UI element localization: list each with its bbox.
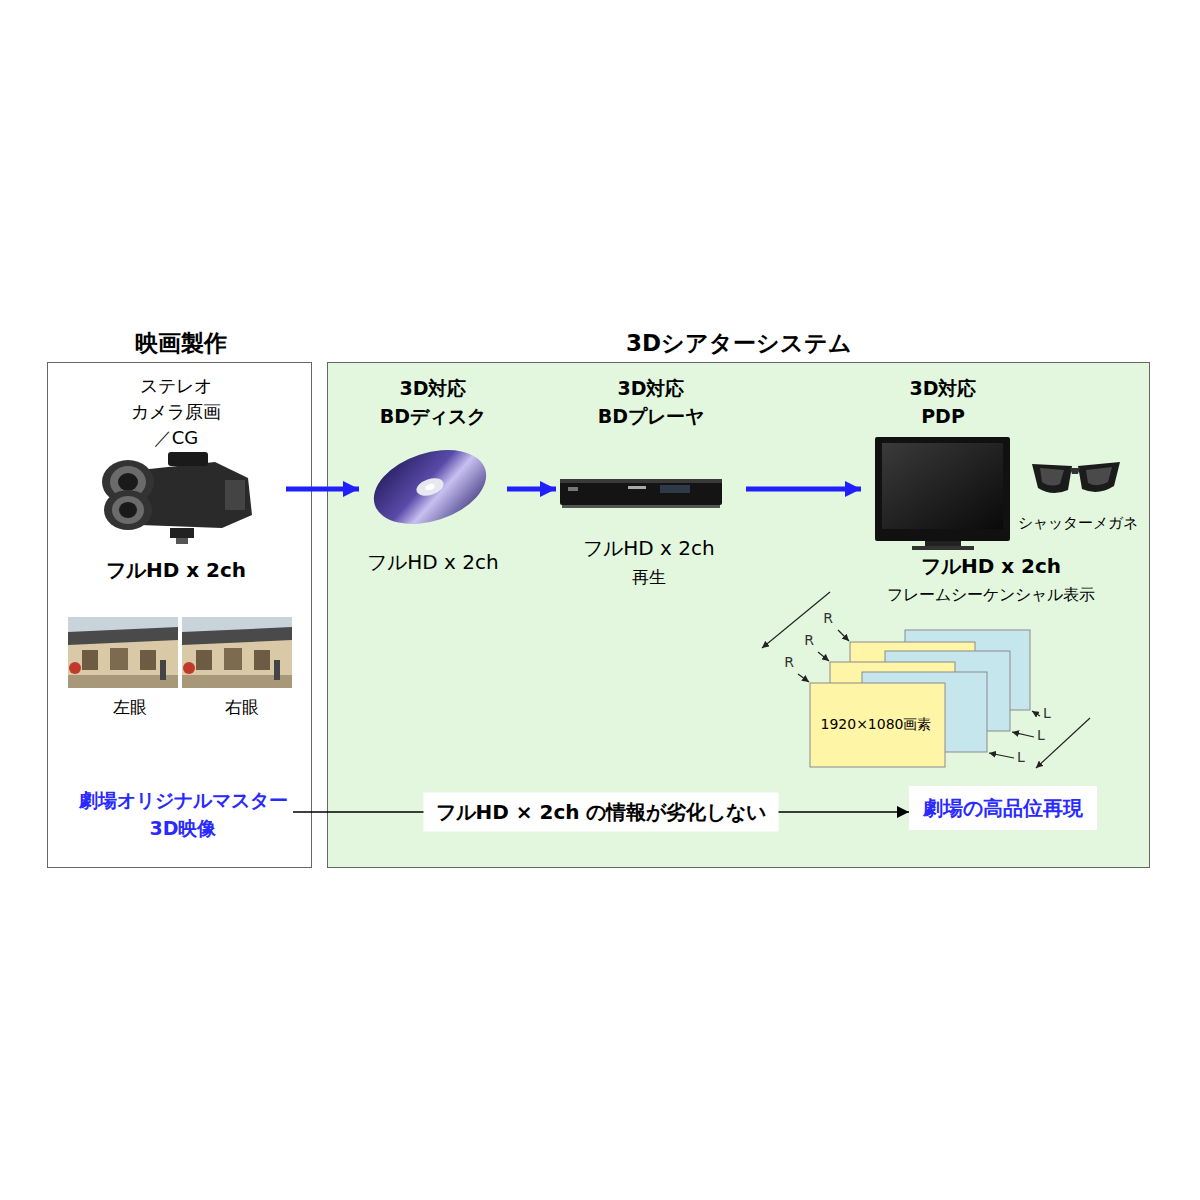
frame-letter: L xyxy=(1043,705,1051,721)
bd-disc-part xyxy=(424,483,435,492)
flow-arrow xyxy=(746,487,861,492)
plasma-tv-part xyxy=(875,437,1010,541)
text-holder: ステレオ カメラ原画／CG xyxy=(131,373,221,451)
flow-arrow xyxy=(286,487,359,492)
text-holder: 劇場オリジナルマスター 3D映像 xyxy=(79,787,288,842)
bd-player-part xyxy=(562,505,720,508)
text-holder: 3Dシアターシステム xyxy=(626,327,852,360)
node-text: フレームシーケンシャル表示 xyxy=(887,583,1095,606)
plasma-tv-part xyxy=(912,546,974,550)
right-eye-photo-part xyxy=(196,650,212,670)
edge-label: フルHD × 2ch の情報が劣化しない xyxy=(424,793,779,832)
left-eye-photo-part xyxy=(160,660,166,680)
section-box: 映画製作ステレオ カメラ原画／CGフルHD x 2ch劇場オリジナルマスター 3… xyxy=(47,362,312,868)
node-title: 映画製作 xyxy=(135,327,227,360)
result-box: 劇場の高品位再現 xyxy=(909,786,1097,830)
left-eye-photo xyxy=(68,617,178,688)
frame-letter: L xyxy=(1017,749,1025,765)
stereo-camera-part xyxy=(168,452,208,466)
stereo-camera-part xyxy=(170,528,194,538)
bd-player-part xyxy=(628,486,646,489)
right-eye-photo-part xyxy=(224,648,242,670)
eye-label: 左眼 xyxy=(113,696,147,719)
right-eye-photo-part xyxy=(182,627,292,645)
plasma-tv-part xyxy=(882,443,1003,529)
node-text: フルHD x 2ch xyxy=(106,556,246,585)
left-eye-photo-part xyxy=(140,650,156,670)
text-holder: 劇場の高品位再現 xyxy=(923,794,1083,823)
stereo-camera-part xyxy=(104,490,152,530)
stereo-camera-part xyxy=(112,496,144,524)
node-title: 劇場オリジナルマスター 3D映像 xyxy=(79,787,288,842)
eye-label: 右眼 xyxy=(225,696,259,719)
frame-letter: R xyxy=(784,654,794,670)
text-holder: フルHD x 2ch xyxy=(583,534,714,563)
node-title: 3D対応 PDP xyxy=(910,375,977,430)
frame-letter: R xyxy=(804,632,814,648)
right-eye-photo-part xyxy=(274,660,280,680)
glasses-label: シャッターメガネ xyxy=(1018,514,1138,533)
right-eye-photo-part xyxy=(183,662,195,674)
node-title: 3D対応 BDプレーヤ xyxy=(598,375,704,430)
left-eye-photo-part xyxy=(68,627,178,645)
text-holder: 3D対応 BDプレーヤ xyxy=(598,375,704,430)
master-source: 劇場オリジナルマスター 3D映像 xyxy=(73,786,293,848)
frame-letter: L xyxy=(1037,727,1045,743)
left-eye-photo-part xyxy=(68,617,178,688)
text-holder: 映画製作 xyxy=(135,327,227,360)
text-holder: フルHD x 2ch xyxy=(367,548,498,577)
node-title: 3Dシアターシステム xyxy=(626,327,852,360)
frame-stack-part xyxy=(810,683,945,767)
node-text: 再生 xyxy=(632,565,666,590)
text-holder: フルHD x 2ch xyxy=(921,552,1061,581)
left-eye-photo-part xyxy=(82,650,98,670)
bd-disc-part xyxy=(414,475,446,499)
shutter-glasses-part xyxy=(1040,468,1064,486)
text-holder: 3D対応 PDP xyxy=(910,375,977,430)
text-holder: 再生 xyxy=(632,565,666,590)
node-title: ステレオ カメラ原画／CG xyxy=(131,373,221,451)
bd-player-part xyxy=(560,479,722,505)
left-eye-photo-part xyxy=(69,662,81,674)
text-holder: フルHD x 2ch xyxy=(106,556,246,585)
text-holder: 3D対応 BDディスク xyxy=(380,375,486,430)
bd-player-part xyxy=(568,487,578,491)
stereo-camera-part xyxy=(140,462,252,528)
resolution-label: 1920×1080画素 xyxy=(821,716,932,734)
left-eye-photo-part xyxy=(110,648,128,670)
bd-player-part xyxy=(660,485,690,493)
node-text: フルHD x 2ch xyxy=(583,534,714,563)
frame-letter: R xyxy=(823,610,833,626)
stereo-camera-part xyxy=(176,538,188,544)
plasma-tv xyxy=(875,437,1010,550)
stereo-camera-part xyxy=(119,502,137,518)
right-eye-photo xyxy=(182,617,292,688)
shutter-glasses-part xyxy=(1086,467,1112,485)
node-title: 劇場の高品位再現 xyxy=(923,794,1083,823)
right-eye-photo-part xyxy=(182,617,292,688)
bd-player-part xyxy=(560,479,722,483)
node-text: フルHD x 2ch xyxy=(367,548,498,577)
flow-arrow xyxy=(507,487,556,492)
right-eye-photo-part xyxy=(254,650,270,670)
text-holder: フレームシーケンシャル表示 xyxy=(887,583,1095,606)
stereo-camera-part xyxy=(118,473,138,491)
node-text: フルHD x 2ch xyxy=(921,552,1061,581)
node-title: 3D対応 BDディスク xyxy=(380,375,486,430)
stereo-camera-part xyxy=(225,480,245,510)
bd-player xyxy=(560,479,722,508)
